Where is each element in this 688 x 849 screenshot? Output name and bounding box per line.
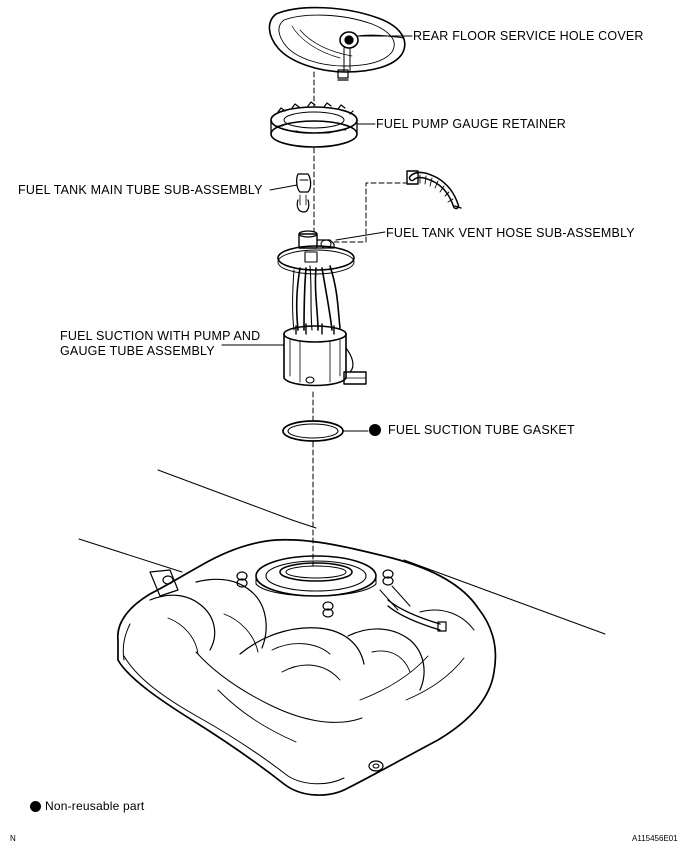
non-reusable-marker-icon xyxy=(369,424,381,436)
alignment-lines xyxy=(312,71,407,567)
label-fuel-suction-line-2: GAUGE TUBE ASSEMBLY xyxy=(60,344,215,358)
footer-left-mark: N xyxy=(10,834,16,843)
label-fuel-tank-vent-hose: FUEL TANK VENT HOSE SUB-ASSEMBLY xyxy=(386,226,635,240)
label-fuel-suction-line-1: FUEL SUCTION WITH PUMP AND xyxy=(60,329,261,343)
fuel-suction-tube-gasket xyxy=(282,420,344,442)
main-tube-connector xyxy=(296,173,312,213)
fuel-pump-gauge-retainer xyxy=(270,101,358,148)
leader-lines xyxy=(221,35,413,432)
label-fuel-suction-tube-gasket: FUEL SUCTION TUBE GASKET xyxy=(388,423,575,437)
label-rear-floor-service-hole-cover: REAR FLOOR SERVICE HOLE COVER xyxy=(413,29,644,43)
legend-non-reusable-text: Non-reusable part xyxy=(45,799,145,813)
fuel-suction-pump-assembly xyxy=(277,230,367,387)
label-fuel-tank-main-tube: FUEL TANK MAIN TUBE SUB-ASSEMBLY xyxy=(18,183,263,197)
fuel-tank xyxy=(78,469,606,796)
figure-id: A115456E01 xyxy=(632,834,678,843)
label-fuel-pump-gauge-retainer: FUEL PUMP GAUGE RETAINER xyxy=(376,117,567,131)
rear-floor-service-hole-cover xyxy=(268,6,406,81)
legend-marker-icon xyxy=(30,801,41,812)
fuel-tank-vent-hose xyxy=(406,170,462,210)
